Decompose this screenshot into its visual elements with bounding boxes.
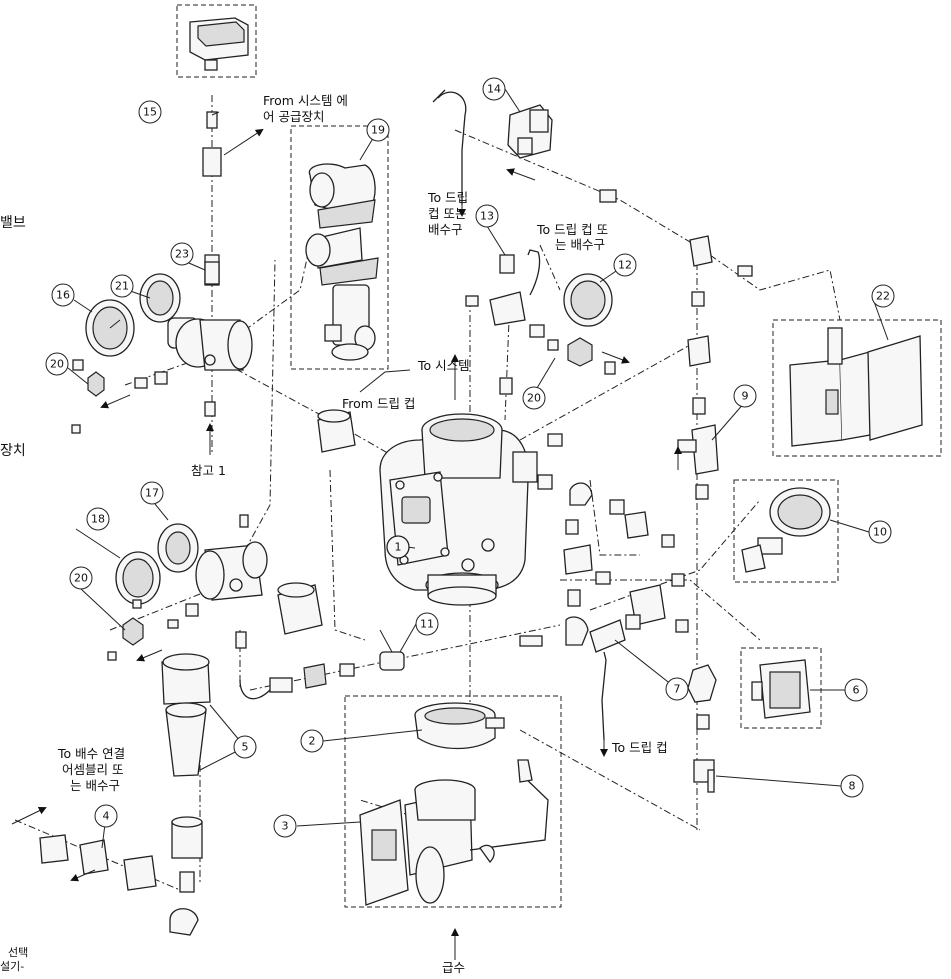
- svg-text:6: 6: [853, 684, 860, 697]
- box-part-6: [740, 647, 822, 729]
- right-side-fittings: [432, 89, 923, 793]
- couplings: [277, 409, 356, 635]
- part-19-fittings: [305, 163, 379, 361]
- part-1-main-valve: [379, 413, 538, 606]
- callout-1: 1: [386, 535, 410, 559]
- label-valve-partial: 밸브: [0, 215, 26, 231]
- svg-text:11: 11: [420, 618, 434, 631]
- left-drain-assembly: [39, 653, 211, 936]
- part-15-air-device: [189, 17, 249, 286]
- callout-10: 10: [868, 520, 892, 544]
- label-to-drip2-2: 는 배수구: [555, 237, 605, 252]
- part-11-valve-piping: [239, 629, 543, 700]
- label-water-supply: 급수: [442, 960, 465, 975]
- callout-14: 14: [482, 77, 506, 101]
- callout-11: 11: [415, 612, 439, 636]
- box-part-19: [290, 125, 389, 370]
- callout-23: 23: [170, 242, 194, 266]
- box-parts-2-3: [344, 695, 562, 908]
- svg-text:1: 1: [395, 541, 402, 554]
- label-to-drain-3: 는 배수구: [70, 778, 120, 793]
- callout-4: 4: [94, 804, 118, 828]
- svg-text:10: 10: [873, 526, 887, 539]
- callout-13: 13: [475, 204, 499, 228]
- label-from-system-air-2: 어 공급장치: [263, 109, 324, 124]
- callout-16: 16: [51, 283, 75, 307]
- label-from-system-air-1: From 시스템 에: [263, 93, 348, 108]
- svg-text:22: 22: [876, 290, 890, 303]
- callout-5: 5: [233, 735, 257, 759]
- callout-7: 7: [665, 677, 689, 701]
- callout-2: 2: [300, 729, 324, 753]
- callout-20-a: 20: [45, 352, 69, 376]
- label-to-drain-2: 어셈블리 또: [62, 762, 123, 777]
- callout-bubbles: 1 2 3 4 5 6 7 8 9 10 11 12 13 14 15 16 1…: [45, 77, 895, 838]
- label-device-partial: 장치: [0, 443, 26, 459]
- callout-18: 18: [86, 507, 110, 531]
- svg-text:15: 15: [143, 106, 157, 119]
- left-lower-gauge-assembly: [107, 514, 268, 661]
- callout-12: 12: [613, 253, 637, 277]
- label-to-drip-3: 배수구: [428, 222, 463, 237]
- box-part-15: [176, 4, 257, 78]
- label-to-system: To 시스템: [417, 358, 470, 373]
- flow-arrows: [11, 128, 682, 960]
- label-to-drip-2: 컵 또는: [428, 206, 466, 221]
- svg-text:20: 20: [527, 392, 541, 405]
- label-select-partial-1: 선택: [8, 946, 28, 959]
- left-upper-gauge-assembly: [71, 261, 253, 434]
- box-part-22: [772, 319, 942, 457]
- label-to-drip-cup: To 드립 컵: [611, 740, 668, 755]
- label-from-drip: From 드립 컵: [342, 396, 415, 411]
- label-to-drain-1: To 배수 연결: [57, 746, 125, 761]
- text-labels: From 시스템 에 어 공급장치 밸브 장치 참고 1 To 드립 컵 또는 …: [0, 93, 668, 975]
- callout-17: 17: [140, 481, 164, 505]
- svg-text:14: 14: [487, 83, 501, 96]
- svg-text:23: 23: [175, 248, 189, 261]
- callout-8: 8: [840, 774, 864, 798]
- svg-text:9: 9: [742, 390, 749, 403]
- svg-text:18: 18: [91, 513, 105, 526]
- svg-text:17: 17: [145, 487, 159, 500]
- svg-text:20: 20: [74, 572, 88, 585]
- callout-15: 15: [138, 100, 162, 124]
- svg-text:2: 2: [309, 735, 316, 748]
- leader-lines: [67, 88, 889, 849]
- label-to-drip-1: To 드립: [427, 190, 468, 205]
- svg-text:20: 20: [50, 358, 64, 371]
- callout-21: 21: [110, 274, 134, 298]
- svg-text:7: 7: [674, 683, 681, 696]
- label-to-drip2-1: To 드립 컵 또: [536, 222, 608, 237]
- callout-20-c: 20: [69, 566, 93, 590]
- svg-text:12: 12: [618, 259, 632, 272]
- svg-text:5: 5: [242, 741, 249, 754]
- label-select-partial-2: 설기-: [0, 960, 24, 973]
- svg-text:19: 19: [371, 124, 385, 137]
- svg-text:3: 3: [282, 820, 289, 833]
- callout-6: 6: [844, 678, 868, 702]
- svg-text:16: 16: [56, 289, 70, 302]
- parts-2-3-lower-assembly: [359, 702, 549, 906]
- callout-22: 22: [871, 284, 895, 308]
- callout-3: 3: [273, 814, 297, 838]
- group-boxes: [176, 4, 942, 908]
- callout-9: 9: [733, 384, 757, 408]
- svg-text:8: 8: [849, 780, 856, 793]
- svg-text:13: 13: [480, 210, 494, 223]
- callout-20-b: 20: [522, 386, 546, 410]
- box-part-10: [733, 479, 839, 583]
- svg-text:21: 21: [115, 280, 129, 293]
- callout-19: 19: [366, 118, 390, 142]
- label-ref-1: 참고 1: [191, 463, 226, 478]
- svg-text:4: 4: [103, 810, 110, 823]
